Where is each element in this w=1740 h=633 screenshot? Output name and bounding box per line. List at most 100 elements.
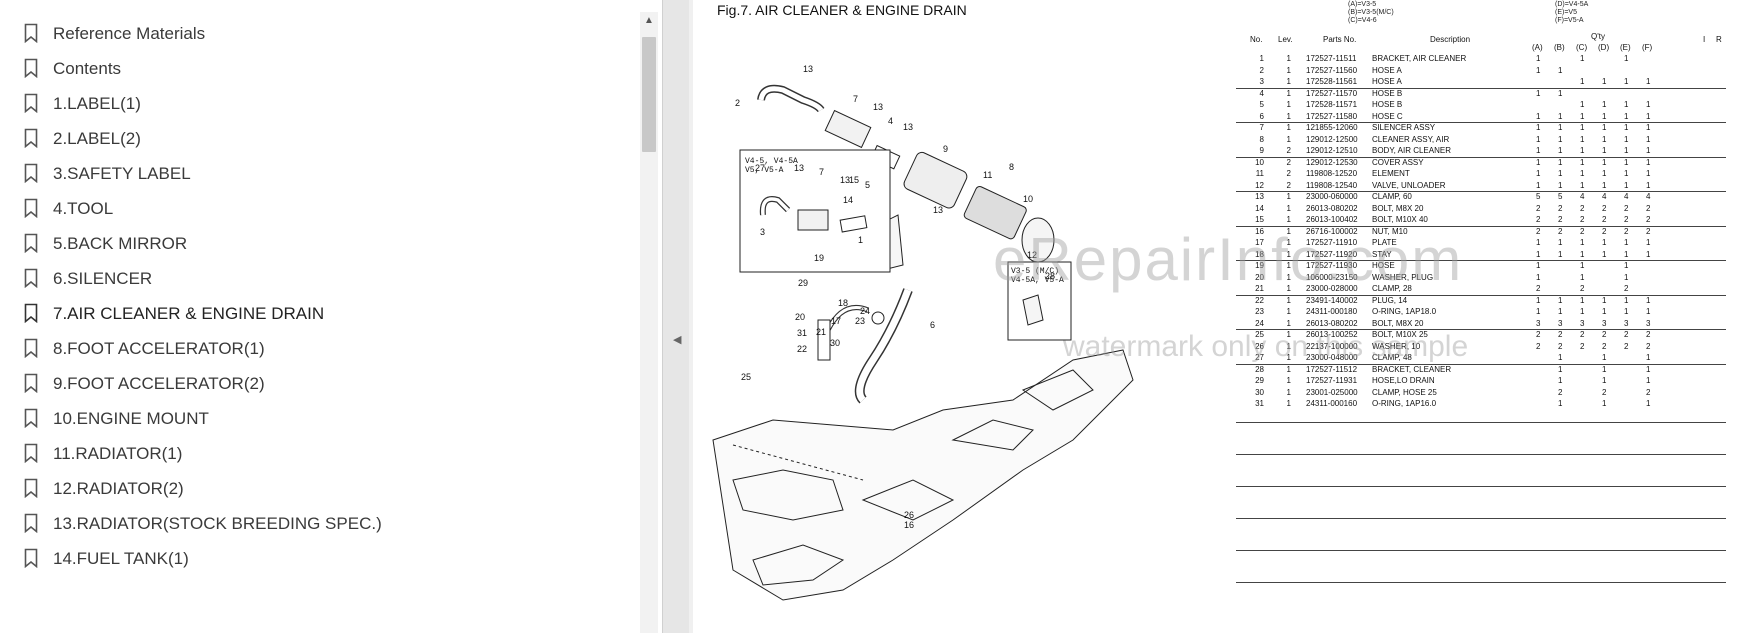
cell-desc: O-RING, 1AP16.0 bbox=[1372, 399, 1437, 408]
callout-number: 26 bbox=[904, 510, 914, 520]
cell-lev: 1 bbox=[1286, 100, 1291, 109]
bookmark-icon bbox=[24, 408, 38, 428]
cell-no: 4 bbox=[1259, 88, 1264, 98]
cell-desc: COVER ASSY bbox=[1372, 157, 1424, 167]
bookmark-item[interactable]: 7.AIR CLEANER & ENGINE DRAIN bbox=[0, 294, 640, 333]
scrollbar-thumb[interactable] bbox=[642, 37, 656, 152]
bookmark-icon bbox=[24, 303, 38, 323]
cell-qty: 1 bbox=[1558, 364, 1563, 374]
cell-qty: 1 bbox=[1580, 123, 1585, 132]
callout-number: 6 bbox=[930, 320, 935, 330]
cell-pn: 23001-025000 bbox=[1306, 387, 1358, 397]
bookmarks-scrollbar[interactable]: ▲ bbox=[640, 12, 658, 633]
cell-qty: 1 bbox=[1536, 157, 1541, 167]
cell-lev: 1 bbox=[1286, 134, 1291, 144]
callout-number: 3 bbox=[760, 227, 765, 237]
cell-pn: 172527-11930 bbox=[1306, 261, 1358, 270]
bookmark-item[interactable]: 1.LABEL(1) bbox=[0, 84, 640, 123]
cell-qty: 1 bbox=[1624, 54, 1629, 63]
bookmark-item[interactable]: 11.RADIATOR(1) bbox=[0, 434, 640, 473]
inset-b-label-2: V4-5A, V5-A bbox=[1011, 276, 1064, 285]
cell-qty: 2 bbox=[1624, 284, 1629, 293]
callout-number: 4 bbox=[888, 116, 893, 126]
cell-qty: 1 bbox=[1646, 238, 1651, 247]
cell-qty: 1 bbox=[1646, 376, 1651, 385]
table-ruling bbox=[1236, 581, 1726, 583]
cell-desc: HOSE B bbox=[1372, 88, 1403, 98]
cell-no: 26 bbox=[1255, 341, 1264, 351]
col-r: R bbox=[1716, 35, 1722, 44]
cell-qty: 2 bbox=[1536, 203, 1541, 213]
cell-qty: 1 bbox=[1624, 295, 1629, 305]
callout-number: 13 bbox=[903, 122, 913, 132]
bookmark-icon bbox=[24, 373, 38, 393]
cell-qty: 1 bbox=[1558, 134, 1563, 144]
cell-desc: CLEANER ASSY, AIR bbox=[1372, 134, 1450, 144]
bookmark-item[interactable]: 10.ENGINE MOUNT bbox=[0, 399, 640, 438]
inset-a-label-1: V4-5, V4-5A bbox=[745, 157, 798, 166]
collapse-panel-icon[interactable]: ◀ bbox=[673, 334, 682, 346]
cell-pn: 172527-11920 bbox=[1306, 249, 1358, 259]
cell-qty: 1 bbox=[1624, 307, 1629, 316]
bookmark-icon bbox=[24, 548, 38, 568]
bookmark-item[interactable]: Reference Materials bbox=[0, 14, 640, 53]
cell-desc: CLAMP, 48 bbox=[1372, 353, 1412, 362]
col-lev: Lev. bbox=[1278, 35, 1293, 44]
cell-lev: 2 bbox=[1286, 157, 1291, 167]
panel-splitter[interactable]: ◀ bbox=[663, 0, 689, 633]
cell-pn: 106000-23150 bbox=[1306, 272, 1358, 282]
scroll-up-arrow-icon[interactable]: ▲ bbox=[644, 15, 654, 26]
cell-qty: 1 bbox=[1580, 111, 1585, 121]
cell-qty: 1 bbox=[1624, 146, 1629, 155]
bookmark-item[interactable]: 6.SILENCER bbox=[0, 259, 640, 298]
bookmark-item[interactable]: 3.SAFETY LABEL bbox=[0, 154, 640, 193]
cell-pn: 26013-080202 bbox=[1306, 318, 1358, 328]
bookmark-label: 5.BACK MIRROR bbox=[53, 233, 188, 253]
bookmark-item[interactable]: 12.RADIATOR(2) bbox=[0, 469, 640, 508]
cell-no: 25 bbox=[1255, 330, 1264, 339]
bookmark-item[interactable]: 2.LABEL(2) bbox=[0, 119, 640, 158]
cell-qty: 1 bbox=[1646, 123, 1651, 132]
callout-number: 19 bbox=[814, 253, 824, 263]
cell-qty: 1 bbox=[1646, 111, 1651, 121]
cell-qty: 1 bbox=[1536, 169, 1541, 178]
cell-qty: 1 bbox=[1558, 157, 1563, 167]
bookmark-item[interactable]: 8.FOOT ACCELERATOR(1) bbox=[0, 329, 640, 368]
cell-qty: 2 bbox=[1536, 284, 1541, 293]
bookmark-label: 7.AIR CLEANER & ENGINE DRAIN bbox=[53, 303, 325, 323]
col-no: No. bbox=[1250, 35, 1263, 44]
callout-number: 16 bbox=[904, 520, 914, 530]
cell-lev: 1 bbox=[1286, 353, 1291, 362]
bookmark-icon bbox=[24, 338, 38, 358]
cell-pn: 172528-11571 bbox=[1306, 100, 1358, 109]
col-i: I bbox=[1703, 35, 1706, 44]
cell-lev: 1 bbox=[1286, 364, 1291, 374]
cell-pn: 23000-048000 bbox=[1306, 353, 1358, 362]
cell-lev: 1 bbox=[1286, 261, 1291, 270]
cell-qty: 1 bbox=[1536, 307, 1541, 316]
bookmark-item[interactable]: 5.BACK MIRROR bbox=[0, 224, 640, 263]
callout-number: 1 bbox=[858, 235, 863, 245]
cell-qty: 2 bbox=[1558, 330, 1563, 339]
bookmark-item[interactable]: 13.RADIATOR(STOCK BREEDING SPEC.) bbox=[0, 504, 640, 543]
cell-qty: 2 bbox=[1580, 341, 1585, 351]
bookmark-item[interactable]: 4.TOOL bbox=[0, 189, 640, 228]
cell-qty: 1 bbox=[1558, 65, 1563, 75]
callout-number: 10 bbox=[1023, 194, 1033, 204]
callout-number: 23 bbox=[855, 316, 865, 326]
cell-qty: 1 bbox=[1580, 134, 1585, 144]
cell-no: 7 bbox=[1259, 123, 1264, 132]
cell-lev: 1 bbox=[1286, 54, 1291, 63]
cell-qty: 4 bbox=[1646, 192, 1651, 201]
bookmark-item[interactable]: 14.FUEL TANK(1) bbox=[0, 539, 640, 578]
table-header: No. Lev. Parts No. Description Q'ty I R … bbox=[1236, 32, 1726, 53]
table-ruling bbox=[1236, 453, 1726, 455]
bookmark-item[interactable]: Contents bbox=[0, 49, 640, 88]
bookmark-item[interactable]: 9.FOOT ACCELERATOR(2) bbox=[0, 364, 640, 403]
